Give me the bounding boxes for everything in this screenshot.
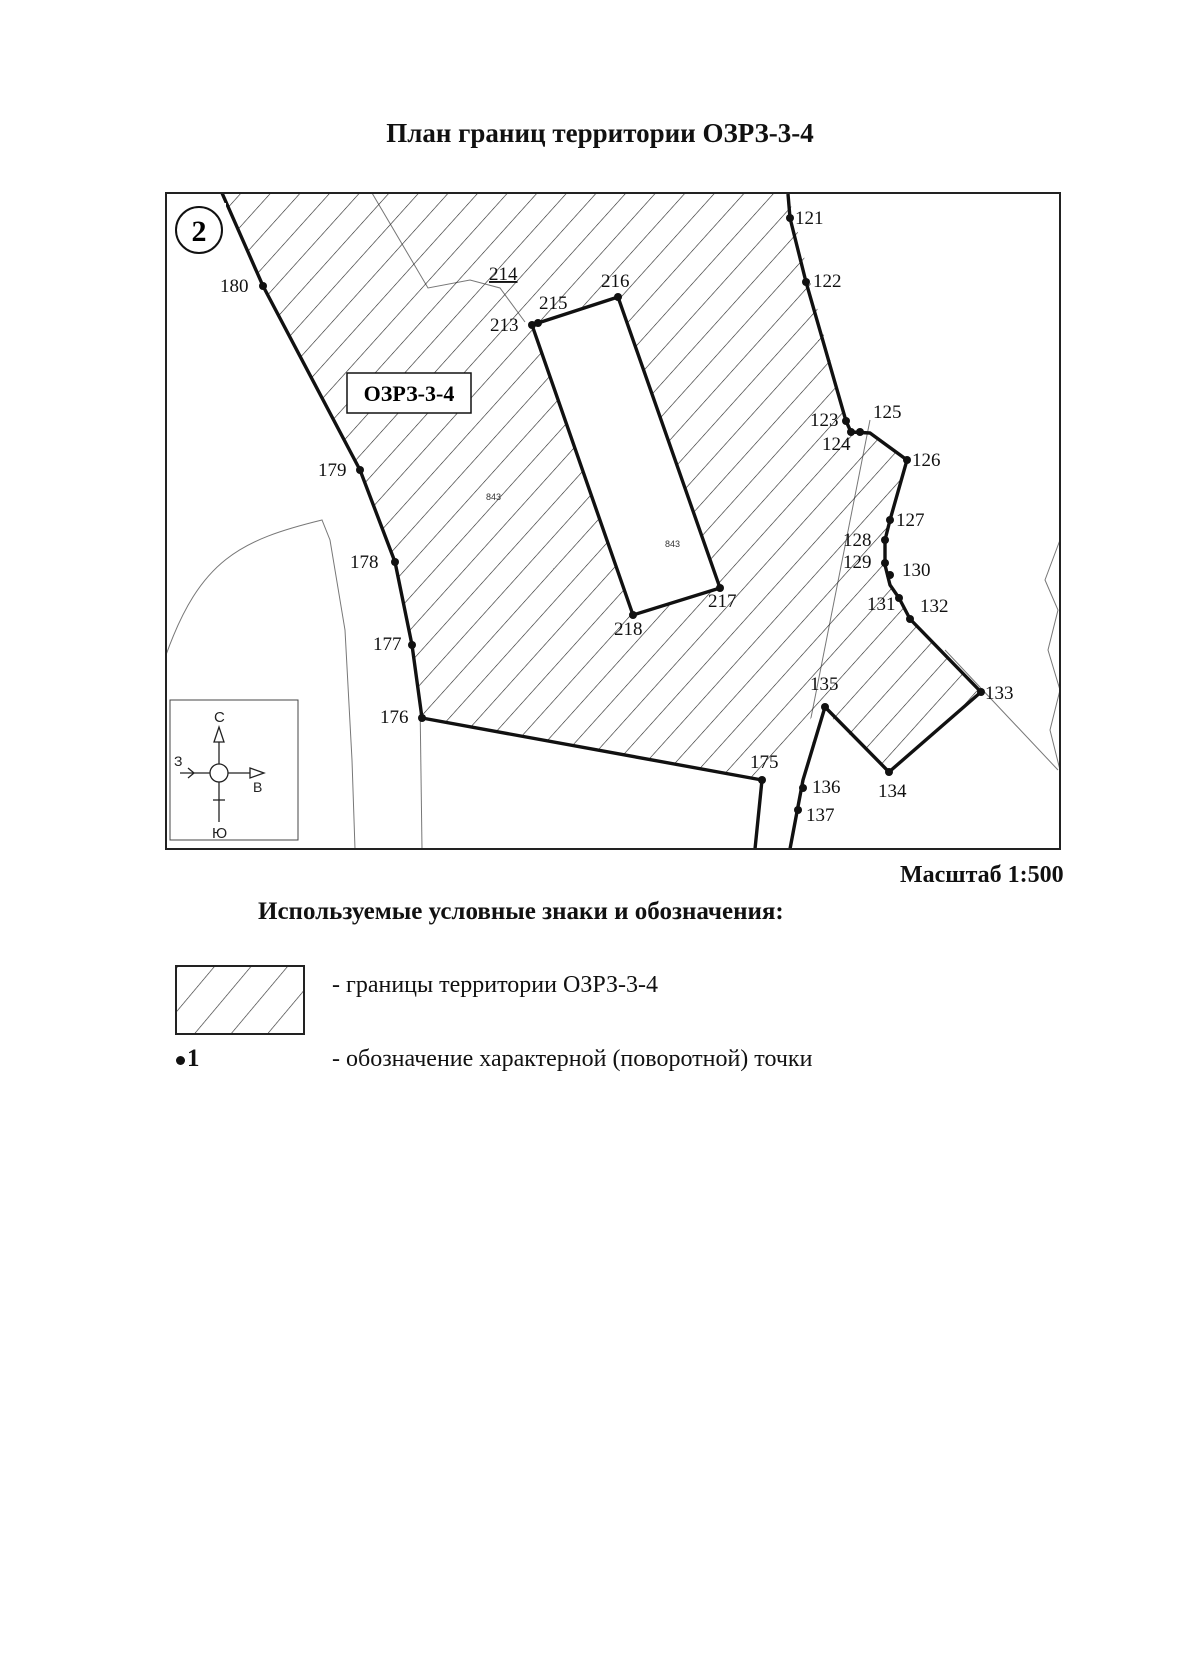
point-marker-130 bbox=[886, 571, 894, 579]
point-label-123: 123 bbox=[810, 410, 839, 431]
point-marker-137 bbox=[794, 806, 802, 814]
legend-title: Используемые условные знаки и обозначени… bbox=[258, 898, 784, 925]
point-label-137: 137 bbox=[806, 805, 835, 826]
point-label-127: 127 bbox=[896, 510, 925, 531]
point-marker-127 bbox=[886, 516, 894, 524]
legend-point-number: 1 bbox=[187, 1045, 200, 1072]
compass-north: С bbox=[214, 709, 225, 726]
point-marker-123 bbox=[842, 417, 850, 425]
point-label-130: 130 bbox=[902, 560, 931, 581]
point-label-121: 121 bbox=[795, 208, 824, 229]
point-marker-129 bbox=[881, 559, 889, 567]
point-label-216: 216 bbox=[601, 271, 630, 292]
point-marker-176 bbox=[418, 714, 426, 722]
point-marker-215 bbox=[534, 319, 542, 327]
point-label-217: 217 bbox=[708, 591, 737, 612]
point-marker-180 bbox=[259, 282, 267, 290]
point-label-135: 135 bbox=[810, 674, 839, 695]
parcel-ref-2: 843 bbox=[665, 539, 680, 549]
point-marker-178 bbox=[391, 558, 399, 566]
legend-point-text: - обозначение характерной (поворотной) т… bbox=[332, 1046, 813, 1072]
point-label-213: 213 bbox=[490, 315, 519, 336]
point-label-177: 177 bbox=[373, 634, 402, 655]
point-dot-icon bbox=[176, 1055, 185, 1065]
zone-label: ОЗРЗ-3-4 bbox=[346, 372, 472, 414]
compass-west: З bbox=[174, 753, 182, 769]
point-marker-175 bbox=[758, 776, 766, 784]
point-label-136: 136 bbox=[812, 777, 841, 798]
svg-text:ОЗРЗ-3-4: ОЗРЗ-3-4 bbox=[364, 381, 455, 406]
point-marker-124 bbox=[847, 428, 855, 436]
point-label-124: 124 bbox=[822, 434, 851, 455]
point-marker-121 bbox=[786, 214, 794, 222]
point-label-134: 134 bbox=[878, 781, 907, 802]
point-label-129: 129 bbox=[843, 552, 872, 573]
point-marker-217 bbox=[716, 584, 724, 592]
legend-point-symbol: 1 bbox=[176, 1045, 200, 1073]
point-marker-131 bbox=[895, 594, 903, 602]
point-label-132: 132 bbox=[920, 596, 949, 617]
point-label-122: 122 bbox=[813, 271, 842, 292]
compass-south: Ю bbox=[212, 825, 227, 842]
point-label-133: 133 bbox=[985, 683, 1014, 704]
point-marker-216 bbox=[614, 293, 622, 301]
point-marker-126 bbox=[903, 456, 911, 464]
point-marker-135 bbox=[821, 703, 829, 711]
point-marker-136 bbox=[799, 784, 807, 792]
sheet-number-badge: 2 bbox=[172, 203, 226, 255]
point-marker-132 bbox=[906, 615, 914, 623]
point-label-214: 214 bbox=[489, 264, 518, 285]
point-marker-218 bbox=[629, 611, 637, 619]
point-label-215: 215 bbox=[539, 293, 568, 314]
point-label-175: 175 bbox=[750, 752, 779, 773]
point-marker-134 bbox=[885, 768, 893, 776]
point-marker-133 bbox=[977, 688, 985, 696]
point-label-125: 125 bbox=[873, 402, 902, 423]
point-label-179: 179 bbox=[318, 460, 347, 481]
legend-hatch-text: - границы территории ОЗРЗ-3-4 bbox=[332, 972, 658, 998]
svg-text:2: 2 bbox=[192, 215, 207, 248]
legend-hatch-symbol bbox=[175, 965, 305, 1035]
compass-rose: С З В Ю bbox=[169, 699, 299, 842]
parcel-ref-1: 843 bbox=[486, 492, 501, 502]
point-label-126: 126 bbox=[912, 450, 941, 471]
compass-east: В bbox=[253, 779, 262, 795]
point-label-180: 180 bbox=[220, 276, 249, 297]
point-label-131: 131 bbox=[867, 594, 896, 615]
map-frame bbox=[165, 192, 1061, 850]
map-scale: Масштаб 1:500 bbox=[900, 862, 1064, 888]
point-label-176: 176 bbox=[380, 707, 409, 728]
point-label-218: 218 bbox=[614, 619, 643, 640]
point-label-128: 128 bbox=[843, 530, 872, 551]
point-marker-179 bbox=[356, 466, 364, 474]
point-marker-122 bbox=[802, 278, 810, 286]
point-marker-177 bbox=[408, 641, 416, 649]
point-label-178: 178 bbox=[350, 552, 379, 573]
point-marker-125 bbox=[856, 428, 864, 436]
page-title: План границ территории ОЗРЗ-3-4 bbox=[386, 118, 814, 148]
point-marker-128 bbox=[881, 536, 889, 544]
